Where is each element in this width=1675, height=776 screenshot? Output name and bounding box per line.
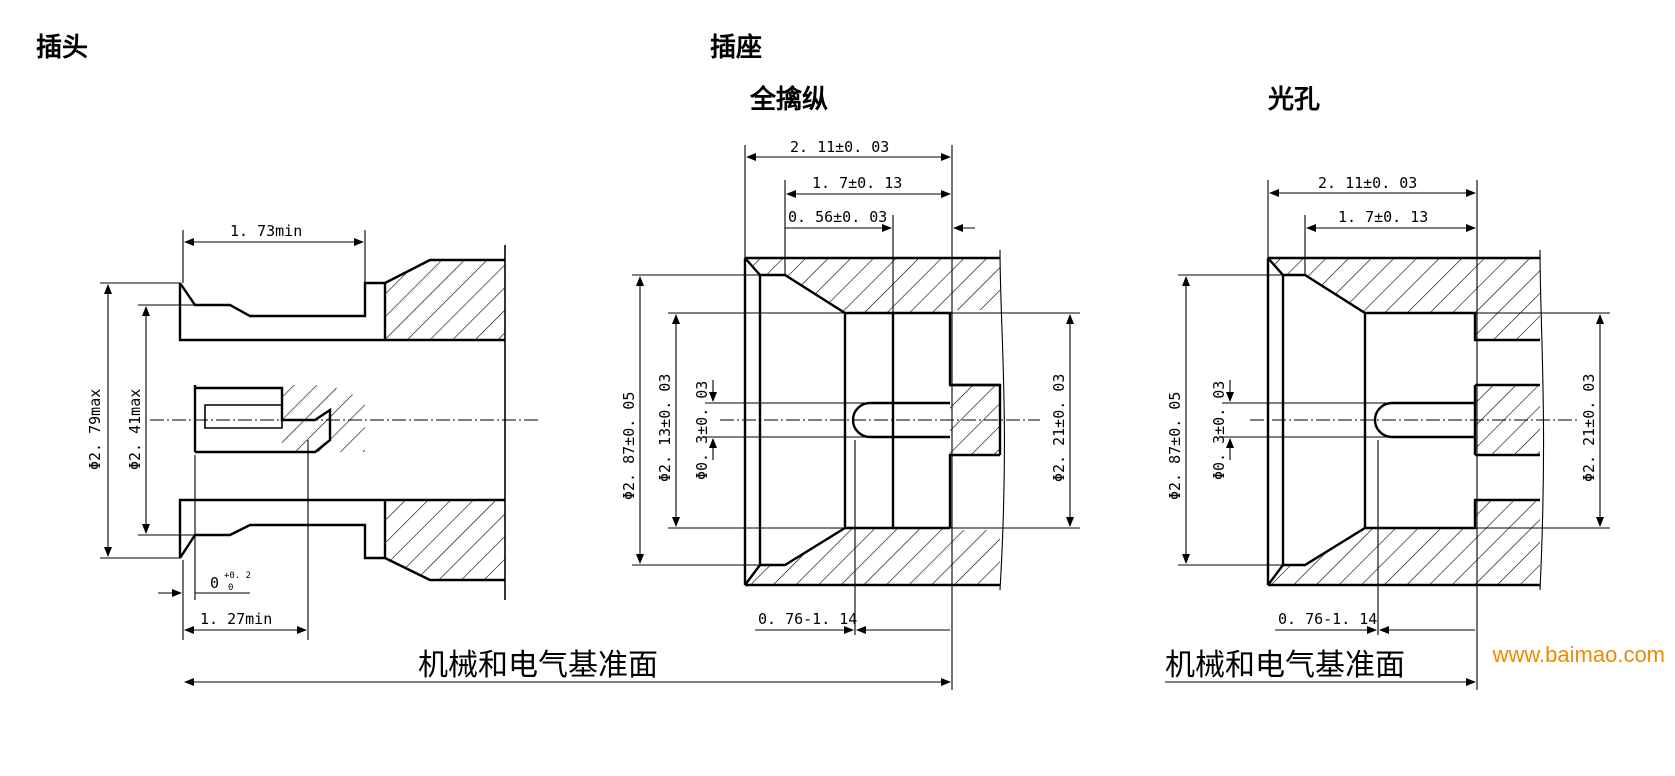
socket-full-dim-small-width: 0. 56±0. 03: [788, 208, 887, 226]
heading-plug: 插头: [36, 33, 88, 63]
socket-bore-dim-pin-diameter: Φ0. 3±0. 03: [1210, 381, 1228, 480]
heading-smooth-bore: 光孔: [1267, 85, 1320, 115]
socket-full-detent-view: 2. 11±0. 03 1. 7±0. 13 0. 56±0. 03 Φ2. 8…: [620, 138, 1080, 690]
plug-pin-hatch: [282, 385, 365, 452]
heading-full-detent: 全擒纵: [749, 84, 828, 115]
socket-full-dim-pin-diameter: Φ0. 3±0. 03: [693, 381, 711, 480]
plug-outline-upper: [179, 258, 505, 318]
plug-dim-length-top: 1. 73min: [230, 222, 302, 240]
plug-dim-length-bottom: 1. 27min: [200, 610, 272, 628]
plug-body-upper-hatch: [385, 260, 505, 340]
socket-bore-dim-bottom: 0. 76-1. 14: [1278, 610, 1377, 628]
watermark: www.baimao.com: [1492, 642, 1665, 667]
socket-bore-dim-outer-diameter: Φ2. 87±0. 05: [1166, 392, 1184, 500]
socket-full-dim-mid-diameter: Φ2. 13±0. 03: [656, 374, 674, 482]
plug-dim-inner-diameter: Φ2. 41max: [126, 389, 144, 470]
socket-bore-pin: [1373, 401, 1475, 439]
socket-full-dim-right-diameter: Φ2. 21±0. 03: [1050, 374, 1068, 482]
socket-bore-dim-mid-width: 1. 7±0. 13: [1338, 208, 1428, 226]
socket-bore-dim-total-width: 2. 11±0. 03: [1318, 174, 1417, 192]
socket-full-dim-outer-diameter: Φ2. 87±0. 05: [620, 392, 638, 500]
plug-dim-outer-diameter: Φ2. 79max: [86, 389, 104, 470]
socket-full-dim-bottom: 0. 76-1. 14: [758, 610, 857, 628]
socket-full-upper-hatch: [745, 258, 1000, 313]
socket-bore-upper-hatch: [1268, 258, 1540, 340]
socket-full-dim-total-width: 2. 11±0. 03: [790, 138, 889, 156]
heading-socket: 插座: [710, 32, 762, 63]
socket-full-lower-hatch: [745, 528, 1000, 585]
plug-outline-lower: [178, 523, 505, 582]
reference-plane-label-left: 机械和电气基准面: [418, 648, 658, 683]
socket-full-dim-mid-width: 1. 7±0. 13: [812, 174, 902, 192]
socket-smooth-bore-view: 2. 11±0. 03 1. 7±0. 13 Φ2. 87±0. 05 Φ0. …: [1166, 174, 1610, 690]
plug-body-lower-hatch: [385, 500, 505, 580]
plug-slot: [204, 404, 283, 429]
plug-dim-tolerance-upper: +0. 2: [224, 571, 251, 581]
plug-dim-tolerance: 0: [210, 574, 219, 592]
socket-bore-dim-right-diameter: Φ2. 21±0. 03: [1580, 374, 1598, 482]
plug-view: Φ2. 79max Φ2. 41max 1. 73min 0 +0. 2 0 1…: [86, 222, 540, 640]
plug-dim-tolerance-lower: 0: [228, 583, 233, 593]
socket-bore-lower-hatch: [1268, 500, 1540, 585]
reference-plane-label-right: 机械和电气基准面: [1165, 648, 1405, 683]
